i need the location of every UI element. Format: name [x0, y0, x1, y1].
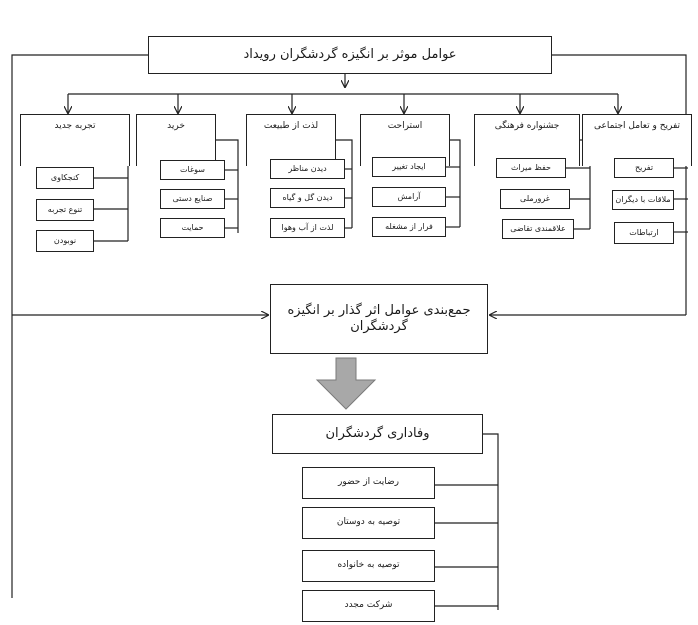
category-item: نوبودن [36, 230, 94, 252]
category-item: صنایع دستی [160, 189, 225, 209]
category-item: کنجکاوی [36, 167, 94, 189]
category-item: علاقمندی تقاضی [502, 219, 574, 239]
category-header-recreation-social: تفریح و تعامل اجتماعی [582, 114, 692, 166]
grouping-box: جمع‌بندی عوامل اثر گذار بر انگیزه گردشگر… [270, 284, 488, 354]
category-item: دیدن مناظر [270, 159, 345, 179]
category-header-shopping: خرید [136, 114, 216, 166]
loyalty-item: رضایت از حضور [302, 467, 435, 499]
category-item: دیدن گل و گیاه [270, 188, 345, 208]
category-item: حفظ میراث [496, 158, 566, 178]
category-item: فرار از مشغله [372, 217, 446, 237]
loyalty-item: توصیه به دوستان [302, 507, 435, 539]
category-item: آرامش [372, 187, 446, 207]
category-item: سوغات [160, 160, 225, 180]
category-header-cultural-festival: جشنواره فرهنگی [474, 114, 580, 166]
category-item: ایجاد تغییر [372, 157, 446, 177]
category-header-nature-enjoyment: لذت از طبیعت [246, 114, 336, 166]
category-header-new-experience: تجربه جدید [20, 114, 130, 166]
category-item: تفریح [614, 158, 674, 178]
category-item: ملاقات با دیگران [612, 190, 674, 210]
loyalty-title: وفاداری گردشگران [272, 414, 483, 454]
loyalty-item: شرکت مجدد [302, 590, 435, 622]
category-item: حمایت [160, 218, 225, 238]
loyalty-item: توصیه به خانواده [302, 550, 435, 582]
diagram-title: عوامل موثر بر انگیزه گردشگران رویداد [148, 36, 552, 74]
category-item: غرورملی [500, 189, 570, 209]
category-item: ارتباطات [614, 222, 674, 244]
category-item: لذت از آب وهوا [270, 218, 345, 238]
category-item: تنوع تجربه [36, 199, 94, 221]
